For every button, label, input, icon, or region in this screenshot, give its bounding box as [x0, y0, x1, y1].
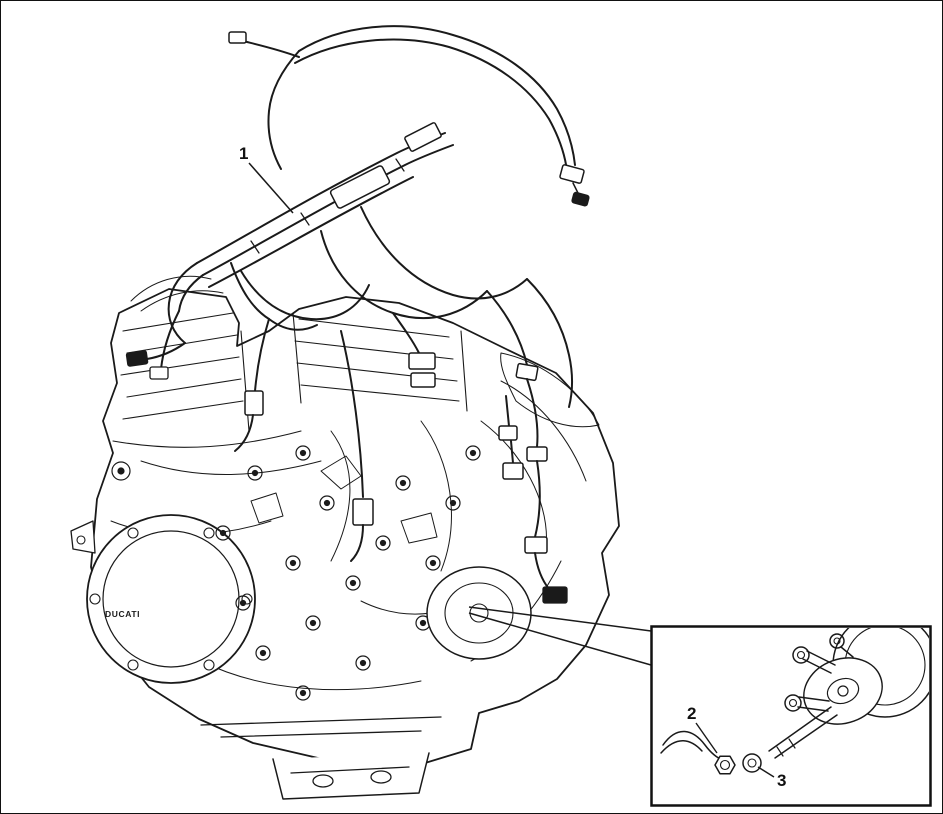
wiring-harness-illustration — [125, 25, 590, 604]
terminal-stud-illustration — [768, 706, 838, 759]
frame-sketch-lines — [130, 275, 224, 312]
inset-border — [650, 625, 932, 807]
inset-leader-lines — [468, 606, 652, 666]
relay-block — [329, 165, 391, 209]
callout-3-label: 3 — [777, 771, 786, 790]
callout-1-leader-line — [248, 162, 294, 214]
callout-1: 1 — [239, 144, 294, 214]
engine-mount — [70, 520, 96, 554]
engine-brand-text: DUCATI — [105, 609, 140, 619]
callout-1-label: 1 — [239, 144, 248, 163]
harness-drop-branches — [234, 290, 568, 604]
engine-illustration: DUCATI — [70, 275, 620, 800]
harness-left-branches — [125, 262, 204, 380]
starter-motor-illustration — [784, 628, 929, 725]
dangling-connector — [559, 164, 585, 184]
detail-inset-box: 2 3 — [650, 625, 932, 807]
callout-2-label: 2 — [687, 704, 696, 723]
starter-motor-on-engine — [426, 566, 532, 660]
harness-loops — [230, 206, 573, 408]
cable-illustration — [660, 730, 724, 761]
oil-sump — [200, 716, 442, 800]
harness-main-trunk — [196, 122, 454, 288]
crankcase-bolts — [111, 445, 481, 701]
callout-3: 3 — [757, 766, 786, 790]
engine-side-cover: DUCATI — [86, 514, 256, 684]
top-cable — [228, 25, 590, 207]
callout-3-leader-line — [757, 766, 775, 778]
washer-illustration — [742, 753, 762, 773]
nut-illustration — [714, 755, 736, 775]
callout-2: 2 — [687, 704, 718, 754]
callout-2-leader-line — [695, 722, 718, 754]
fuse-connector — [404, 122, 442, 152]
